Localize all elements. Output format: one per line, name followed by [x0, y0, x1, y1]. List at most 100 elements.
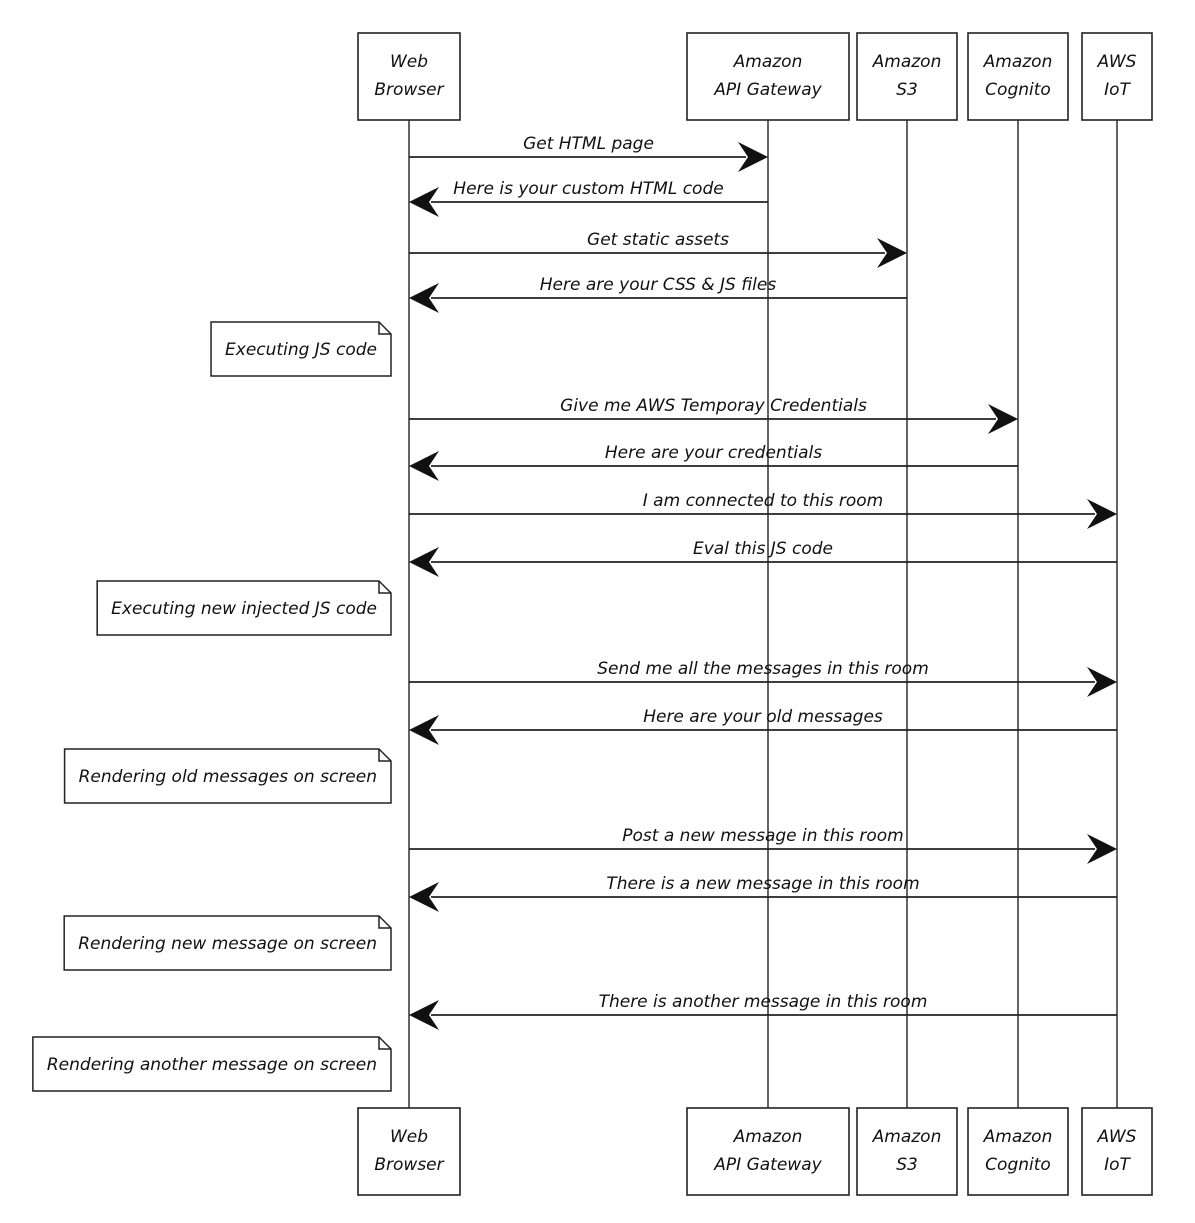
- message-arrow: Post a new message in this room: [409, 826, 1117, 864]
- message-label: I am connected to this room: [643, 491, 883, 511]
- note-text: Rendering new message on screen: [78, 934, 377, 954]
- message-arrow: Here are your old messages: [409, 707, 1117, 745]
- participant-name-line1: Amazon: [872, 52, 942, 72]
- note-text: Executing new injected JS code: [111, 599, 377, 619]
- arrowhead-icon: [1087, 834, 1117, 864]
- participant-box: [967, 32, 1069, 121]
- note-box: [96, 580, 392, 636]
- note-box: [32, 1036, 392, 1092]
- participant-name-line1: Web: [390, 1127, 428, 1147]
- note-text: Executing JS code: [225, 340, 377, 360]
- note: Rendering old messages on screen: [63, 748, 392, 804]
- participant-box: [856, 32, 958, 121]
- message-label: There is a new message in this room: [606, 874, 919, 894]
- message-arrow: Give me AWS Temporay Credentials: [409, 396, 1018, 434]
- participant-name-line1: Amazon: [733, 1127, 803, 1147]
- message-arrow: Send me all the messages in this room: [409, 659, 1117, 697]
- message-label: Here are your old messages: [643, 707, 883, 727]
- note-text: Rendering old messages on screen: [79, 767, 377, 787]
- note-fold: [378, 322, 391, 335]
- arrowhead-icon: [988, 404, 1018, 434]
- note: Rendering another message on screen: [32, 1036, 392, 1092]
- participant-name-line2: API Gateway: [713, 1155, 822, 1175]
- participant-name-line2: Browser: [374, 80, 444, 100]
- participant-name-line1: Amazon: [983, 1127, 1053, 1147]
- arrowhead-icon: [877, 238, 907, 268]
- message-arrow: I am connected to this room: [409, 491, 1117, 529]
- message-arrow: Get static assets: [409, 230, 907, 268]
- participant-box: [1081, 32, 1153, 121]
- message-arrow: There is another message in this room: [409, 992, 1117, 1030]
- message-arrow: Here is your custom HTML code: [409, 179, 768, 217]
- arrowhead-icon: [409, 451, 439, 481]
- arrowhead-icon: [409, 715, 439, 745]
- participant-name-line2: S3: [896, 1155, 918, 1175]
- participant-name-line2: IoT: [1104, 80, 1131, 100]
- arrowhead-icon: [738, 142, 768, 172]
- participant-name-line2: IoT: [1104, 1155, 1131, 1175]
- participant-box: [357, 1107, 461, 1196]
- arrowhead-icon: [409, 283, 439, 313]
- message-label: Here is your custom HTML code: [453, 179, 723, 199]
- message-label: Here are your CSS & JS files: [540, 275, 777, 295]
- participant-iot-bottom: AWS IoT: [1081, 1107, 1153, 1196]
- message-label: Send me all the messages in this room: [597, 659, 929, 679]
- participant-iot-top: AWS IoT: [1081, 32, 1153, 121]
- participant-box: [686, 1107, 850, 1196]
- participant-name-line2: Browser: [374, 1155, 444, 1175]
- participant-name-line1: Web: [390, 52, 428, 72]
- note: Rendering new message on screen: [63, 915, 392, 971]
- participant-name-line2: API Gateway: [713, 80, 822, 100]
- message-arrow: Here are your credentials: [409, 443, 1018, 481]
- participant-box: [856, 1107, 958, 1196]
- participant-name-line2: Cognito: [985, 80, 1051, 100]
- participant-name-line2: Cognito: [985, 1155, 1051, 1175]
- message-label: Here are your credentials: [605, 443, 822, 463]
- note-box: [63, 915, 392, 971]
- note-fold: [378, 1037, 391, 1050]
- participant-box: [686, 32, 850, 121]
- arrowhead-icon: [409, 187, 439, 217]
- participant-name-line1: AWS: [1097, 1127, 1137, 1147]
- participant-box: [357, 32, 461, 121]
- arrowhead-icon: [409, 1000, 439, 1030]
- note-text: Rendering another message on screen: [47, 1055, 377, 1075]
- note: Executing JS code: [210, 321, 392, 377]
- note-fold: [378, 916, 391, 929]
- note-fold: [378, 581, 391, 594]
- participant-name-line1: AWS: [1097, 52, 1137, 72]
- message-label: Get static assets: [587, 230, 729, 250]
- note-box: [63, 748, 392, 804]
- participant-name-line1: Amazon: [983, 52, 1053, 72]
- lifelines: [408, 120, 1118, 1108]
- message-label: Eval this JS code: [693, 539, 833, 559]
- arrowhead-icon: [409, 547, 439, 577]
- message-arrow: Eval this JS code: [409, 539, 1117, 577]
- participant-name-line2: S3: [896, 80, 918, 100]
- arrowhead-icon: [409, 882, 439, 912]
- note-box: [210, 321, 392, 377]
- message-arrow: Get HTML page: [409, 134, 768, 172]
- message-label: Post a new message in this room: [622, 826, 903, 846]
- participant-box: [967, 1107, 1069, 1196]
- arrowhead-icon: [1087, 667, 1117, 697]
- arrowhead-icon: [1087, 499, 1117, 529]
- participant-name-line1: Amazon: [872, 1127, 942, 1147]
- participant-name-line1: Amazon: [733, 52, 803, 72]
- message-arrow: Here are your CSS & JS files: [409, 275, 907, 313]
- message-label: Give me AWS Temporay Credentials: [560, 396, 867, 416]
- message-label: There is another message in this room: [599, 992, 928, 1012]
- message-arrow: There is a new message in this room: [409, 874, 1117, 912]
- message-label: Get HTML page: [523, 134, 654, 154]
